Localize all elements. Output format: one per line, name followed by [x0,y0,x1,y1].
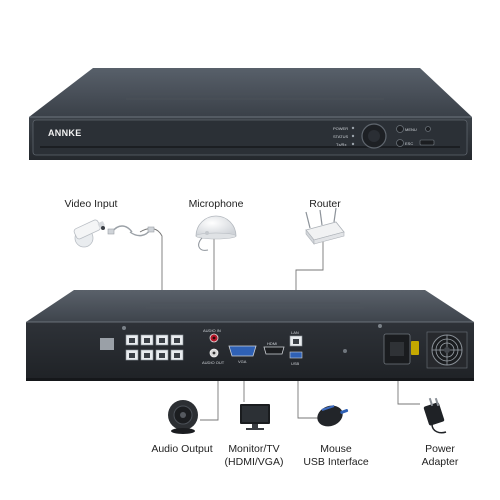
power-label-line1: Power [425,443,455,455]
monitor-icon [240,404,270,430]
microphone-label: Microphone [188,198,244,210]
vga-label: VGA [238,359,247,364]
microphone-icon [195,215,237,251]
usb-label: USB [291,361,300,366]
mouse-label-line1: Mouse [320,443,352,455]
monitor-label-line1: Monitor/TV [228,443,280,455]
audio-out-label: AUDIO OUT [202,360,225,365]
nvr-rear-unit [26,290,474,381]
router-icon [305,207,345,245]
nvr-front-unit [29,68,472,160]
ip-camera-icon [73,219,105,248]
status-led-label: STATUS [333,134,349,139]
mouse-icon [317,405,349,427]
video-input-label: Video Input [64,198,118,210]
hdmi-port [263,346,285,355]
menu-button [396,125,404,133]
mouse-label-line2: USB Interface [303,456,369,468]
esc-button [396,139,404,147]
brand-logo: ANNKE [48,128,82,138]
vga-port [228,345,257,357]
esc-label: ESC [405,141,414,146]
hdmi-label: HDMI [267,341,278,346]
audio-output-label: Audio Output [151,443,213,455]
power-label-line2: Adapter [421,456,459,468]
audio-in-label: AUDIO IN [203,328,221,333]
usb-port [289,351,303,359]
power-adapter-icon [423,397,447,434]
txrx-led-label: Tx/Rx [336,142,347,147]
router-label: Router [309,198,341,210]
lan-label: LAN [291,330,299,335]
front-usb-port [419,139,435,146]
speaker-icon [168,400,198,434]
video-cable-icon [107,225,155,237]
power-led-label: POWER [333,126,349,131]
menu-label: MENU [405,127,417,132]
monitor-label-line2: (HDMI/VGA) [224,456,284,468]
